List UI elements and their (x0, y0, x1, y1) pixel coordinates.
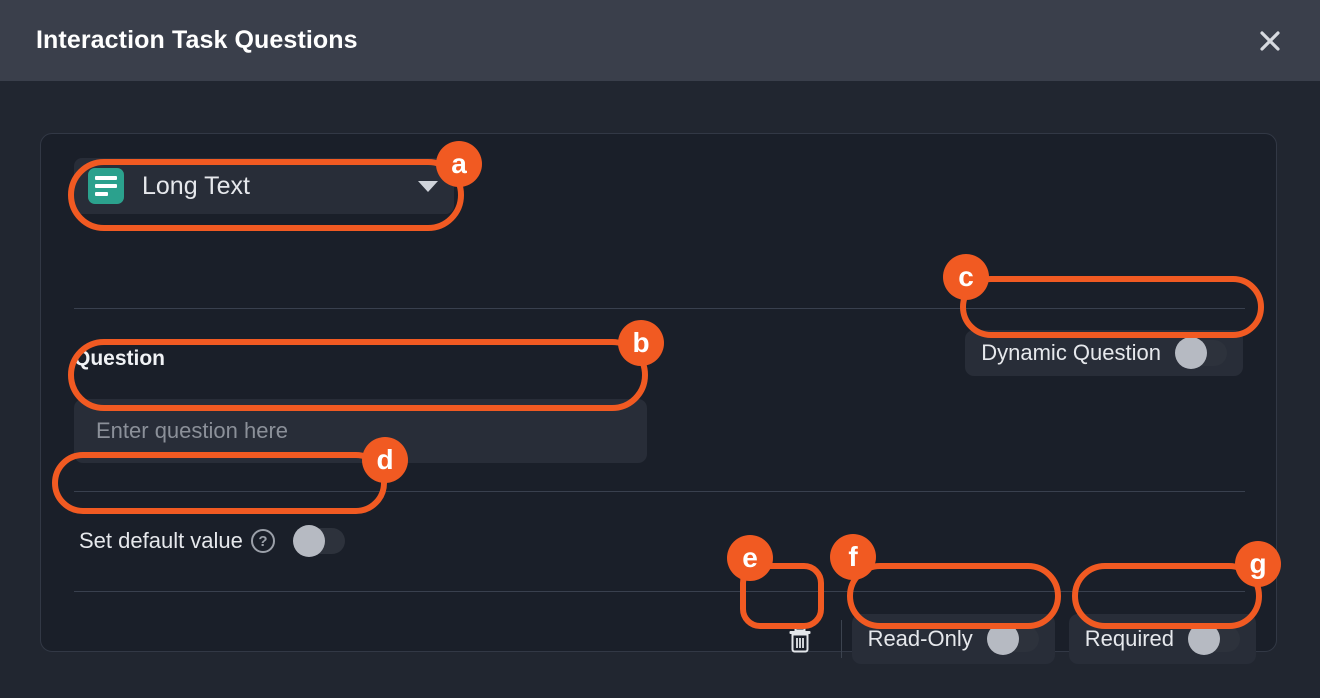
question-label: Question (74, 347, 166, 370)
long-text-icon (88, 168, 124, 204)
dynamic-question-toggle[interactable]: Dynamic Question (965, 330, 1243, 376)
close-icon[interactable] (1248, 19, 1292, 63)
read-only-label: Read-Only (867, 626, 973, 651)
dialog-body: Long Text Question Dynamic Question Set … (0, 81, 1320, 698)
annotation-badge-f: f (830, 534, 876, 580)
help-circle-icon[interactable]: ? (250, 529, 275, 553)
required-switch[interactable] (1188, 623, 1240, 655)
set-default-value-label: Set default value (79, 528, 243, 553)
dynamic-question-label: Dynamic Question (981, 340, 1161, 365)
question-card: Long Text Question Dynamic Question Set … (40, 133, 1277, 664)
annotation-badge-g: g (1235, 541, 1281, 587)
question-type-select[interactable]: Long Text (74, 158, 454, 214)
question-type-value: Long Text (142, 171, 250, 200)
required-label: Required (1084, 626, 1174, 651)
required-toggle[interactable]: Required (1068, 614, 1256, 664)
trash-icon (789, 626, 811, 653)
card-actions: Read-Only Required (769, 611, 1256, 667)
read-only-toggle[interactable]: Read-Only (851, 614, 1055, 664)
annotation-badge-b: b (618, 320, 664, 366)
delete-button[interactable] (769, 611, 831, 667)
annotation-badge-d: d (362, 437, 408, 483)
page-title: Interaction Task Questions (36, 26, 358, 54)
divider-bottom (74, 591, 1245, 592)
question-input[interactable] (74, 399, 647, 463)
read-only-switch[interactable] (986, 623, 1039, 655)
divider-middle (74, 491, 1245, 492)
dynamic-question-switch[interactable] (1175, 337, 1227, 369)
annotation-badge-e: e (727, 535, 773, 581)
set-default-value-toggle[interactable]: Set default value ? (63, 518, 361, 564)
annotation-badge-a: a (436, 141, 482, 187)
action-separator (840, 620, 842, 658)
dialog-header: Interaction Task Questions (0, 0, 1320, 81)
annotation-badge-c: c (943, 254, 989, 300)
divider-top (74, 308, 1245, 309)
set-default-value-switch[interactable] (292, 525, 345, 557)
chevron-down-icon (418, 180, 438, 192)
